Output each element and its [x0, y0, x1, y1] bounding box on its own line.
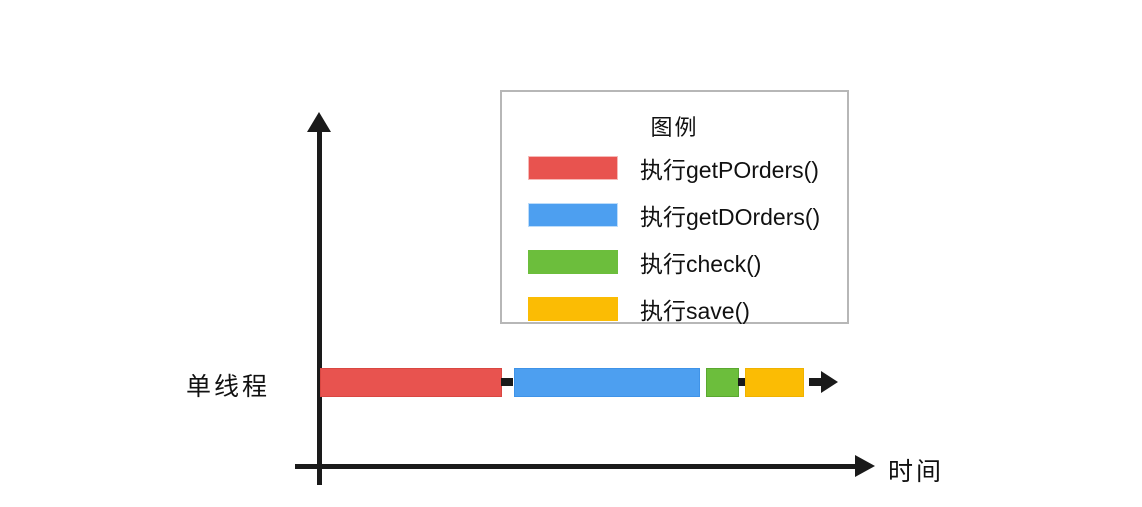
y-axis-line — [317, 128, 322, 485]
legend-swatch-green — [528, 249, 618, 274]
x-axis-line — [295, 464, 860, 469]
timeline-segment-save — [745, 368, 804, 397]
legend-items: 执行getPOrders() 执行getDOrders() 执行check() … — [528, 144, 837, 332]
timeline-connector-3 — [809, 378, 821, 386]
y-axis-arrow-icon — [307, 112, 331, 132]
legend-item-save: 执行save() — [528, 285, 837, 332]
legend-item-getdorders: 执行getDOrders() — [528, 191, 837, 238]
legend-swatch-blue — [528, 202, 618, 227]
legend-box: 图例 执行getPOrders() 执行getDOrders() 执行check… — [500, 90, 849, 324]
legend-item-getporders: 执行getPOrders() — [528, 144, 837, 191]
timeline-segment-getdorders — [514, 368, 700, 397]
timeline-arrow-icon — [821, 371, 838, 393]
timeline-connector-2 — [738, 378, 750, 386]
x-axis-arrow-icon — [855, 455, 875, 477]
y-axis-label: 单线程 — [186, 373, 271, 401]
timeline-connector-1 — [501, 378, 513, 386]
legend-label-save: 执行save() — [640, 297, 750, 324]
legend-swatch-red — [528, 155, 618, 180]
legend-title: 图例 — [650, 115, 699, 140]
legend-label-getdorders: 执行getDOrders() — [640, 203, 821, 230]
x-axis-label: 时间 — [888, 458, 945, 486]
legend-label-check: 执行check() — [640, 250, 762, 277]
timeline-segment-getporders — [320, 368, 502, 397]
legend-item-check: 执行check() — [528, 238, 837, 285]
legend-swatch-yellow — [528, 296, 618, 321]
timeline-segment-check — [706, 368, 739, 397]
legend-label-getporders: 执行getPOrders() — [640, 156, 819, 183]
